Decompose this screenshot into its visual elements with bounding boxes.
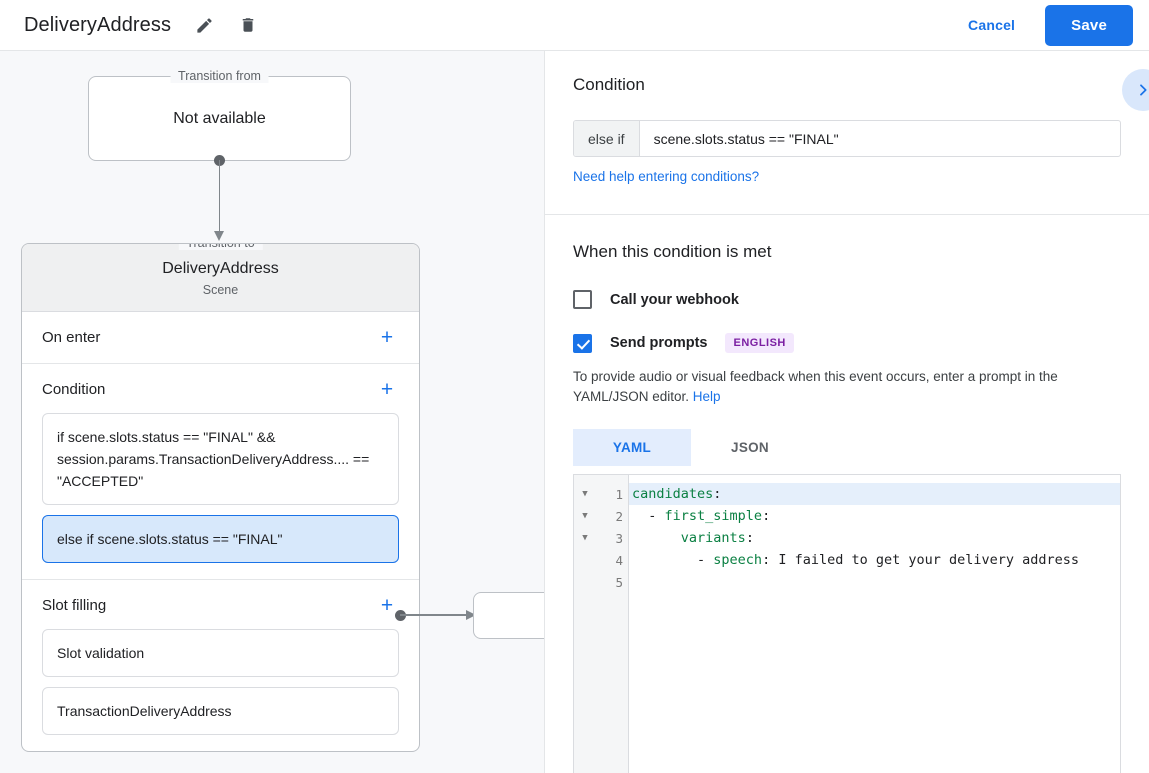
transition-from-card: Transition from Not available [88,69,351,161]
line-number: 3 [615,530,623,546]
prompt-code-editor[interactable]: ▼1▼2▼3▼4▼5 candidates: - first_simple: v… [573,474,1121,773]
code-colon-token: : [762,552,771,568]
add-item-button[interactable]: + [380,594,394,617]
scene-graph-pane: Transition from Not available Transition… [0,51,545,773]
when-condition-met-section: When this condition is met Call your web… [545,215,1149,773]
condition-section: Condition else if Need help entering con… [545,51,1149,215]
scene-section-header: Slot filling + [42,580,399,631]
code-line: candidates: [629,483,1120,505]
prompts-help-link[interactable]: Help [692,389,721,404]
page-title: DeliveryAddress [24,13,172,36]
condition-help-link[interactable]: Need help entering conditions? [573,169,760,184]
webhook-row[interactable]: Call your webhook [573,290,1121,309]
scene-section-title: Condition [42,381,106,398]
connector-line [218,160,220,234]
details-pane: Condition else if Need help entering con… [545,51,1149,773]
gutter-row: ▼2 [574,505,628,527]
line-number: 1 [615,486,623,502]
scene-section: On enter + [22,312,419,364]
editor-gutter: ▼1▼2▼3▼4▼5 [574,475,629,773]
prompts-description: To provide audio or visual feedback when… [573,367,1121,407]
downstream-node-card[interactable] [473,592,544,639]
transition-to-legend: Transition to [178,244,263,250]
save-button[interactable]: Save [1045,4,1133,46]
condition-chip-selected[interactable]: else if scene.slots.status == "FINAL" [42,515,399,563]
editor-format-tabs: YAML JSON [573,429,1121,466]
add-item-button[interactable]: + [380,326,394,349]
scene-item-chip[interactable]: if scene.slots.status == "FINAL" && sess… [42,413,399,505]
gutter-row: ▼5 [574,571,628,593]
code-key-token: variants [680,530,746,546]
when-met-heading: When this condition is met [573,242,772,261]
scene-section-header: Condition + [42,364,399,415]
send-prompts-label: Send prompts [610,335,708,351]
line-number: 5 [615,574,623,590]
chevron-right-icon[interactable] [1122,69,1149,111]
code-line: - first_simple: [629,505,1120,527]
transition-from-value: Not available [173,109,266,127]
fold-toggle-icon[interactable]: ▼ [582,489,588,499]
code-line: variants: [629,527,1120,549]
line-number: 4 [615,552,623,568]
scene-section: Condition + if scene.slots.status == "FINA… [22,364,419,580]
tab-json[interactable]: JSON [731,440,769,455]
language-badge: ENGLISH [725,333,794,353]
scene-item-chip[interactable]: TransactionDeliveryAddress [42,687,399,735]
code-colon-token: : [762,508,771,524]
scene-sections: On enter + Condition + if scene.slots.status… [22,312,419,751]
code-line [629,571,1120,593]
send-prompts-row[interactable]: Send prompts ENGLISH [573,333,1121,353]
fold-toggle-icon[interactable]: ▼ [582,533,588,543]
transition-from-legend: Transition from [170,69,269,83]
scene-section-title: On enter [42,329,101,346]
code-indent: - [632,552,714,568]
line-number: 2 [615,508,623,524]
condition-expression-input[interactable] [639,121,1120,156]
code-colon-token: : [745,530,754,546]
connector-arrowhead [214,231,224,241]
condition-field[interactable]: else if [573,120,1121,157]
call-webhook-checkbox[interactable] [573,290,592,309]
code-key-token: first_simple [664,508,763,524]
condition-prefix: else if [574,121,640,156]
scene-header[interactable]: DeliveryAddress Scene [22,244,419,312]
scene-section-header: On enter + [42,312,399,363]
code-key-token: candidates [632,486,714,502]
fold-toggle-icon[interactable]: ▼ [582,511,588,521]
scene-section-title: Slot filling [42,597,107,614]
scene-name: DeliveryAddress [162,260,279,277]
top-app-bar: DeliveryAddress Cancel Save [0,0,1149,51]
scene-section-body: if scene.slots.status == "FINAL" && sess… [42,413,399,579]
code-line: - speech: I failed to get your delivery … [629,549,1120,571]
code-indent [632,530,681,546]
code-colon-token: : [713,486,722,502]
pencil-edit-icon[interactable] [187,8,221,42]
code-value-token: I failed to get your delivery address [770,552,1080,568]
cancel-button[interactable]: Cancel [952,7,1031,43]
prompts-description-text: To provide audio or visual feedback when… [573,369,1058,404]
code-indent: - [632,508,665,524]
code-key-token: speech [713,552,763,568]
condition-heading: Condition [573,75,645,94]
send-prompts-checkbox[interactable] [573,333,592,353]
editor-code-area[interactable]: candidates: - first_simple: variants: - … [629,475,1120,773]
transition-to-card: Transition to DeliveryAddress Scene On e… [21,243,420,752]
add-item-button[interactable]: + [380,378,394,401]
gutter-row: ▼4 [574,549,628,571]
scene-type: Scene [202,283,239,297]
tab-yaml[interactable]: YAML [573,429,691,466]
gutter-row: ▼3 [574,527,628,549]
connector-out-arrowhead [466,609,476,620]
gutter-row: ▼1 [574,483,628,505]
trash-delete-icon[interactable] [231,8,265,42]
connector-out-line [400,614,472,616]
body-split: Transition from Not available Transition… [0,51,1149,773]
scene-item-chip[interactable]: Slot validation [42,629,399,677]
call-webhook-label: Call your webhook [610,291,739,308]
